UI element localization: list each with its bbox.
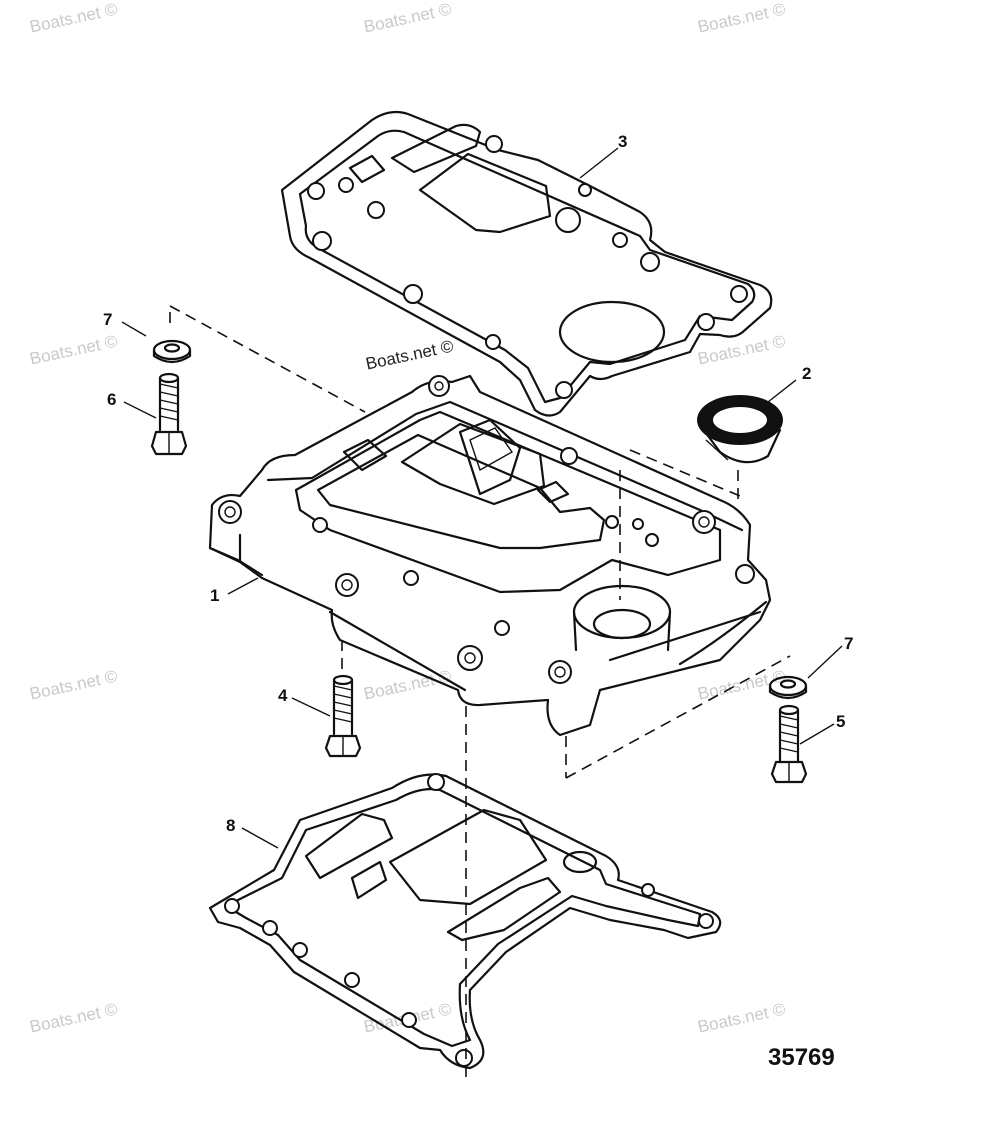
- callout-1: 1: [210, 586, 220, 605]
- figure-number: 35769: [768, 1044, 835, 1071]
- callout-3: 3: [618, 132, 628, 151]
- seal-ring: [697, 395, 783, 464]
- callout-6: 6: [107, 390, 117, 409]
- screw-5: [770, 704, 808, 784]
- adapter-plate: [208, 374, 772, 737]
- callout-5: 5: [836, 712, 846, 731]
- assembly-lines: [169, 305, 791, 1080]
- callout-2: 2: [802, 364, 812, 383]
- leader-lines: [121, 147, 843, 849]
- screw-4: [324, 674, 362, 758]
- washer-7-upper: [152, 339, 192, 364]
- callout-4: 4: [278, 686, 288, 705]
- callout-8: 8: [226, 816, 236, 835]
- callout-7-lower: 7: [844, 634, 854, 653]
- upper-gasket: [280, 110, 773, 417]
- lower-gasket: [208, 773, 722, 1070]
- screw-6: [150, 372, 188, 456]
- callout-7-upper: 7: [103, 310, 113, 329]
- washer-7-lower: [768, 675, 808, 700]
